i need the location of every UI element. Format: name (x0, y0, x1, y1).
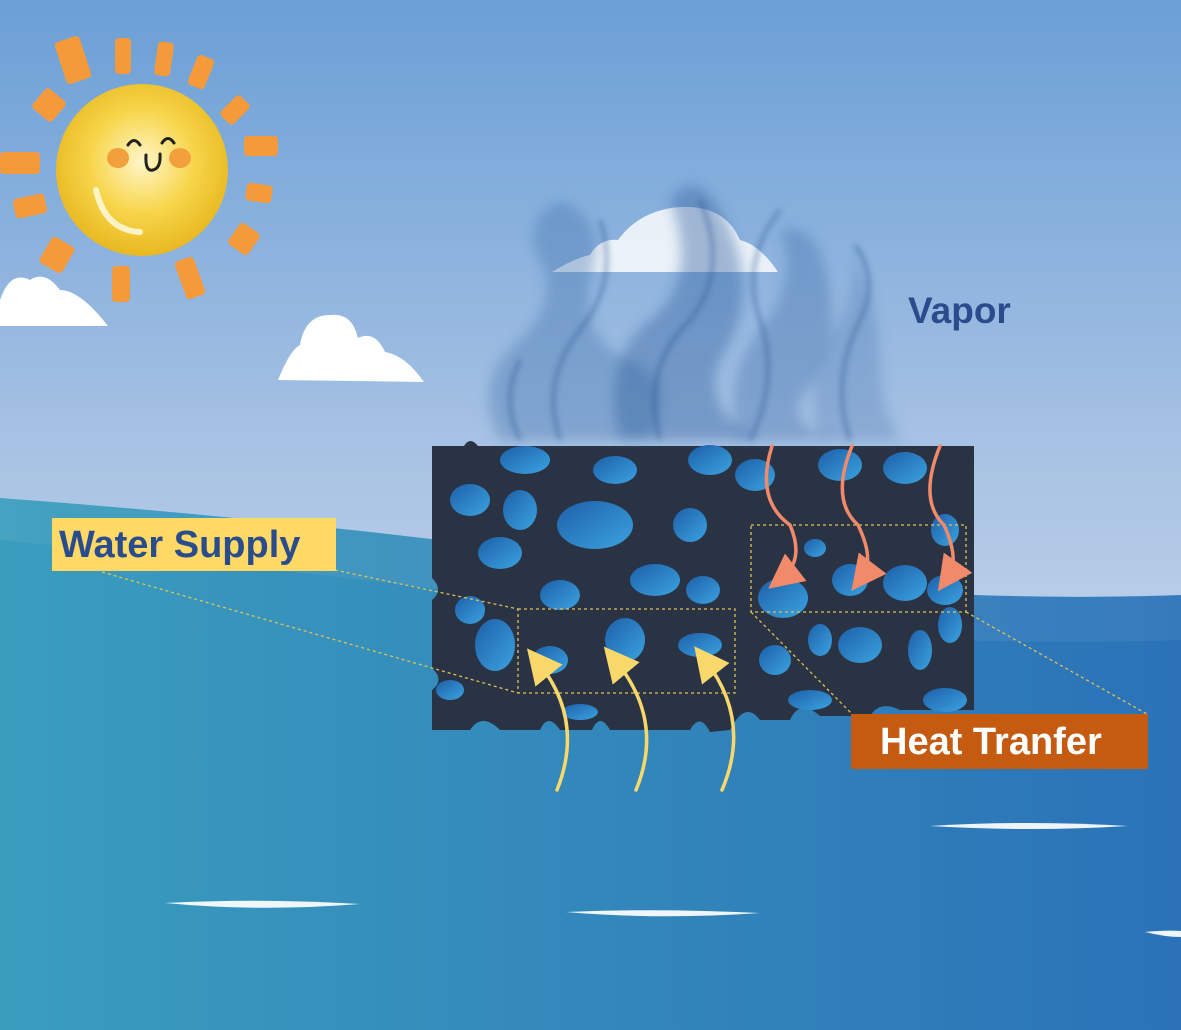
heat-transfer-label: Heat Tranfer (880, 721, 1102, 763)
water-supply-arrows (526, 646, 736, 792)
water-highlights (165, 823, 1181, 937)
heat-transfer-arrows (764, 444, 973, 592)
cloud-icon (278, 314, 424, 382)
water-supply-label: Water Supply (59, 524, 301, 566)
porous-evaporator (432, 441, 974, 732)
vapor-wisps (508, 199, 871, 441)
cloud-icon (0, 276, 108, 326)
heat-transfer-label-box (851, 714, 1148, 769)
water-supply-label-box (52, 518, 336, 571)
vapor-label: Vapor (908, 290, 1011, 331)
zoom-boxes (101, 524, 1148, 715)
smiling-sun-icon (0, 36, 278, 302)
vapor-plume (488, 185, 900, 440)
